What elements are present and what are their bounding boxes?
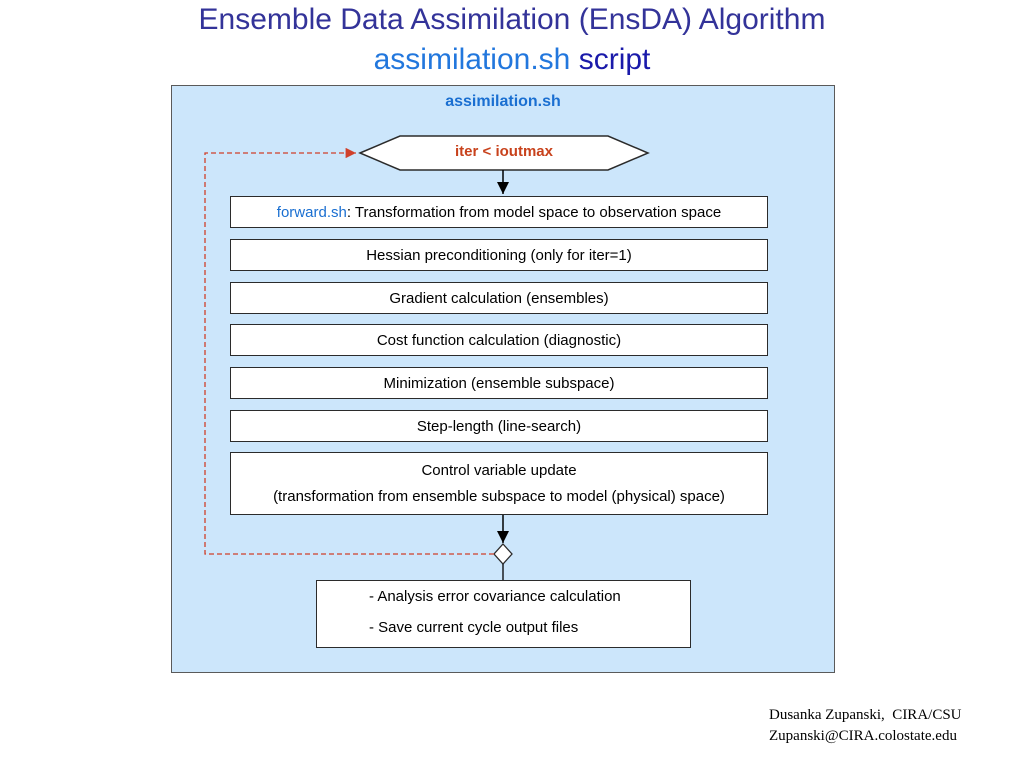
panel-title: assimilation.sh — [445, 93, 561, 110]
step-control-update-detail: (transformation from ensemble subspace t… — [273, 488, 725, 505]
final-step-save-output: - Save current cycle output files — [369, 619, 579, 636]
slide-subtitle: assimilation.sh script — [0, 42, 1024, 78]
step-cost-function: Cost function calculation (diagnostic) — [230, 324, 768, 356]
subtitle-script-word: script — [578, 43, 651, 76]
loop-condition-label: iter < ioutmax — [455, 143, 553, 160]
step-line-search: Step-length (line-search) — [230, 410, 768, 442]
author-credit: Dusanka Zupanski, CIRA/CSU — [769, 707, 962, 723]
step-hessian: Hessian preconditioning (only for iter=1… — [230, 239, 768, 271]
loop-decision-diamond — [493, 543, 513, 565]
step-forward: forward.sh: Transformation from model sp… — [230, 196, 768, 228]
subtitle-script-name: assimilation.sh — [373, 43, 571, 76]
step-minimization-label: Minimization (ensemble subspace) — [383, 374, 615, 392]
author-email: Zupanski@CIRA.colostate.edu — [769, 728, 957, 744]
step-gradient-label: Gradient calculation (ensembles) — [389, 289, 609, 307]
step-minimization: Minimization (ensemble subspace) — [230, 367, 768, 399]
loop-back-arrow — [204, 147, 494, 555]
forward-script-name: forward.sh — [276, 203, 347, 221]
step-control-update-label: Control variable update — [421, 462, 577, 479]
slide-title: Ensemble Data Assimilation (EnsDA) Algor… — [198, 3, 826, 36]
step-forward-label: : Transformation from model space to obs… — [346, 203, 722, 221]
final-steps-box: - Analysis error covariance calculation … — [316, 580, 691, 648]
step-cost-function-label: Cost function calculation (diagnostic) — [376, 331, 622, 349]
step-hessian-label: Hessian preconditioning (only for iter=1… — [366, 246, 632, 264]
step-gradient: Gradient calculation (ensembles) — [230, 282, 768, 314]
step-line-search-label: Step-length (line-search) — [416, 417, 582, 435]
loop-condition-hexagon — [358, 135, 650, 171]
final-step-covariance: - Analysis error covariance calculation — [369, 588, 621, 605]
step-control-update: Control variable update (transformation … — [230, 452, 768, 515]
